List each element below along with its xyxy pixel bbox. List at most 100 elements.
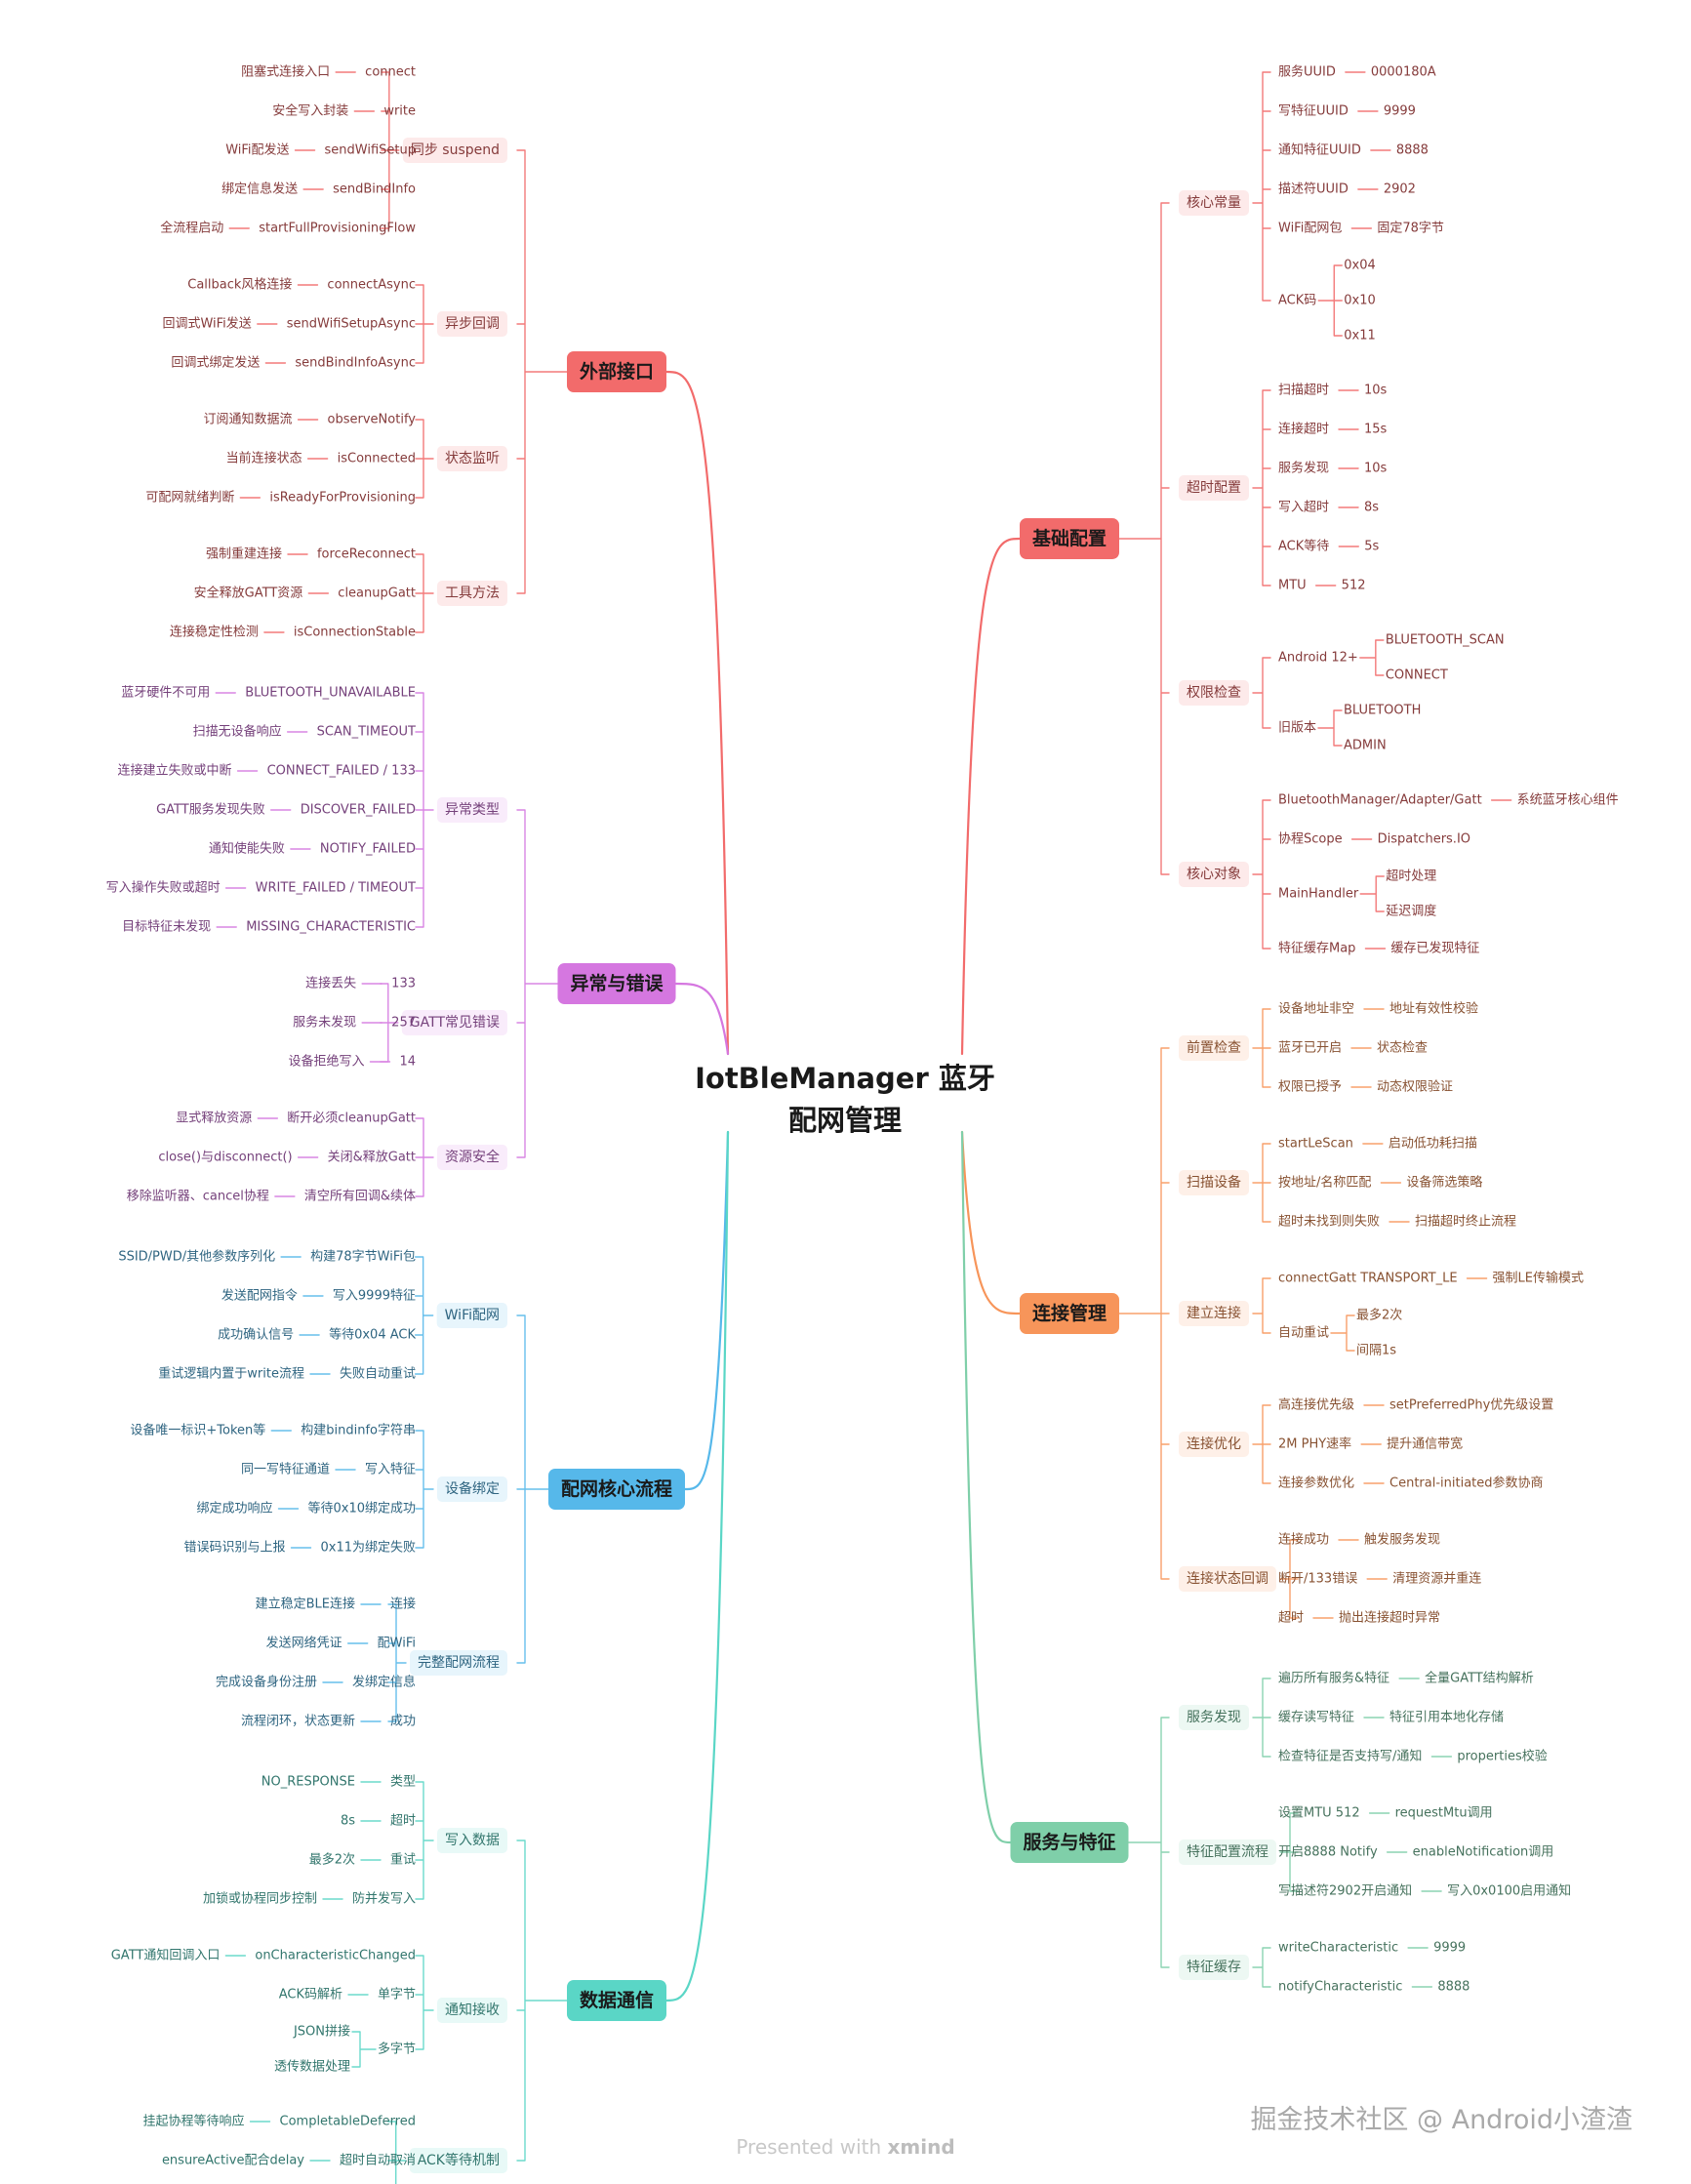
item-label: 缓存读写特征 xyxy=(1278,1711,1354,1725)
tail-label: 阻塞式连接入口 xyxy=(241,64,330,80)
item-bracket xyxy=(1252,1277,1271,1334)
sub-label: BLUETOOTH xyxy=(1344,704,1421,718)
item-label: cleanupGatt xyxy=(338,586,416,601)
group-bracket xyxy=(516,149,568,594)
sub-label: 延迟调度 xyxy=(1386,904,1436,919)
sub-label: BLUETOOTH_SCAN xyxy=(1386,633,1505,648)
group-label: 服务发现 xyxy=(1187,1710,1241,1725)
item-label: 等待0x10绑定成功 xyxy=(307,1501,416,1517)
branch-connector xyxy=(960,1130,1012,1844)
item-label: 连接超时 xyxy=(1278,422,1329,437)
branch-label: 数据通信 xyxy=(580,1989,654,2011)
item-label: 2M PHY速率 xyxy=(1278,1436,1351,1452)
item-bracket xyxy=(1252,1404,1271,1484)
item-label: observeNotify xyxy=(328,413,417,427)
tail-label: 加锁或协程同步控制 xyxy=(203,1891,317,1907)
tail-label: 固定78字节 xyxy=(1377,222,1444,236)
tail-label: 发送网络凭证 xyxy=(266,1636,342,1651)
item-bracket xyxy=(1252,389,1271,586)
tail-label: 写入操作失败或超时 xyxy=(106,880,221,896)
tail-label: 触发服务发现 xyxy=(1364,1532,1440,1548)
group-node xyxy=(1179,1170,1249,1195)
tail-label: properties校验 xyxy=(1457,1749,1547,1764)
item-label: 断开必须cleanupGatt xyxy=(287,1112,416,1126)
item-bracket xyxy=(415,692,434,928)
tail-label: WiFi配发送 xyxy=(225,142,289,158)
item-label: 单字节 xyxy=(378,1988,416,2002)
sub-label: 0x04 xyxy=(1344,259,1376,273)
item-label: 开启8888 Notify xyxy=(1278,1845,1378,1860)
tail-label: 成功确认信号 xyxy=(218,1328,294,1343)
branch-node xyxy=(1019,518,1120,559)
item-label: isReadyForProvisioning xyxy=(269,491,416,506)
branch-node xyxy=(566,351,667,392)
tail-label: 8s xyxy=(341,1814,355,1829)
group-label: 建立连接 xyxy=(1187,1305,1241,1321)
group-node xyxy=(1179,1840,1276,1865)
tail-label: 目标特征未发现 xyxy=(122,919,211,935)
item-label: BluetoothManager/Adapter/Gatt xyxy=(1278,793,1482,808)
item-bracket xyxy=(1252,1947,1271,1988)
footer-presented: Presented with xyxy=(736,2135,882,2159)
tail-label: 可配网就绪判断 xyxy=(145,491,234,506)
group-label: 资源安全 xyxy=(445,1149,500,1165)
tail-label: 建立稳定BLE连接 xyxy=(256,1597,355,1612)
group-label: 同步 suspend xyxy=(411,142,500,158)
tail-label: 写入0x0100启用通知 xyxy=(1447,1883,1571,1899)
group-label: 连接状态回调 xyxy=(1187,1570,1268,1587)
tail-label: 9999 xyxy=(1433,1941,1466,1956)
item-label: connect xyxy=(365,65,416,80)
branch-node xyxy=(566,1980,667,2021)
tail-label: 安全写入封装 xyxy=(272,103,348,119)
branch-node xyxy=(1019,1293,1120,1334)
tail-label: 动态权限验证 xyxy=(1377,1079,1453,1095)
group-label: 设备绑定 xyxy=(445,1480,500,1497)
branch-connector xyxy=(674,982,730,1056)
group-label: 核心常量 xyxy=(1187,195,1241,211)
tail-label: 设备唯一标识+Token等 xyxy=(130,1423,265,1438)
item-label: writeCharacteristic xyxy=(1278,1941,1398,1956)
item-label: sendBindInfo xyxy=(333,182,416,197)
item-bracket xyxy=(415,1117,434,1197)
branch-node xyxy=(547,1469,686,1510)
tail-label: 系统蓝牙核心组件 xyxy=(1517,793,1619,808)
tail-label: ensureActive配合delay xyxy=(162,2154,304,2168)
sub-label: JSON拼接 xyxy=(293,2024,350,2040)
group-label: 权限检查 xyxy=(1187,685,1241,701)
item-label: 写入超时 xyxy=(1278,501,1329,515)
sub-label: 0x11 xyxy=(1344,329,1376,344)
item-label: 构建bindinfo字符串 xyxy=(301,1423,416,1438)
item-label: connectGatt TRANSPORT_LE xyxy=(1278,1272,1458,1286)
group-label: 工具方法 xyxy=(445,586,500,601)
sub-bracket xyxy=(1317,264,1343,337)
tail-label: 流程闭环，状态更新 xyxy=(241,1714,355,1729)
item-label: 发绑定信息 xyxy=(352,1675,416,1690)
item-label: BLUETOOTH_UNAVAILABLE xyxy=(245,686,416,701)
group-node xyxy=(410,1650,507,1676)
tail-label: 缓存已发现特征 xyxy=(1390,941,1479,956)
group-node xyxy=(437,1998,507,2023)
branch-connector xyxy=(960,537,1022,1056)
tail-label: 绑定信息发送 xyxy=(221,182,298,197)
item-label: 超时自动取消 xyxy=(340,2154,416,2168)
item-label: 成功 xyxy=(390,1715,416,1729)
item-label: 连接成功 xyxy=(1278,1532,1329,1548)
item-label: isConnectionStable xyxy=(294,626,416,640)
item-label: 按地址/名称匹配 xyxy=(1278,1175,1371,1191)
sub-label: 透传数据处理 xyxy=(274,2060,350,2075)
group-node xyxy=(437,797,507,823)
item-bracket xyxy=(1252,71,1271,302)
branch-connector xyxy=(664,1130,730,2002)
group-label: 异常类型 xyxy=(445,802,500,818)
tail-label: 10s xyxy=(1364,462,1388,476)
tail-label: 5s xyxy=(1364,540,1379,554)
group-label: WiFi配网 xyxy=(445,1308,500,1323)
tail-label: Callback风格连接 xyxy=(187,277,292,293)
group-node xyxy=(402,138,507,163)
branch-label: 配网核心流程 xyxy=(561,1477,672,1500)
item-label: 权限已授予 xyxy=(1278,1079,1342,1095)
item-label: 设备地址非空 xyxy=(1278,1001,1354,1017)
sub-label: 最多2次 xyxy=(1356,1308,1402,1323)
item-label: 257 xyxy=(391,1016,416,1031)
group-bracket xyxy=(516,809,559,1158)
